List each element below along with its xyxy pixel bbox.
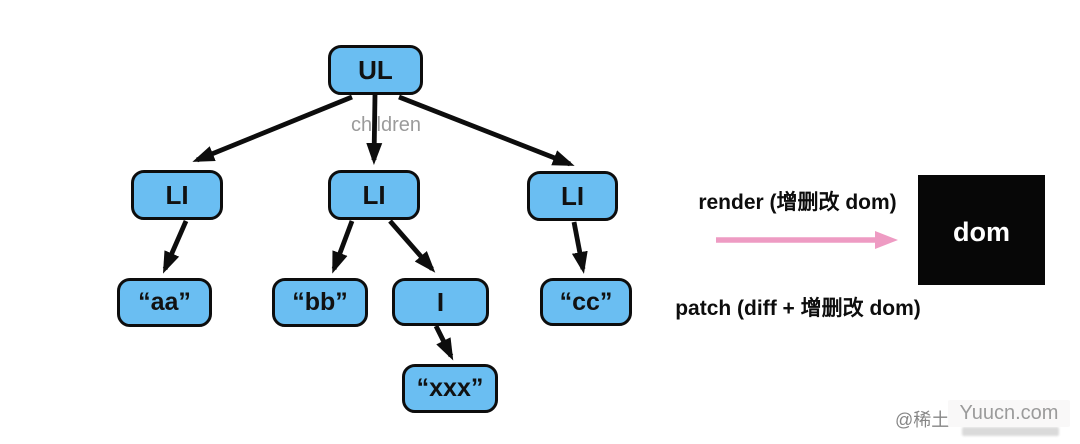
tree-node-text-xxx: “xxx” [402, 364, 498, 413]
watermark-prefix: @稀土 [895, 410, 950, 430]
tree-node-text-bb: “bb” [272, 278, 368, 327]
tree-node-text-cc: “cc” [540, 278, 632, 326]
watermark-site-label: Yuucn.com [959, 402, 1059, 424]
tree-node-ul: UL [328, 45, 423, 95]
edge-li1-aa [162, 220, 189, 274]
edge-i-xxx [433, 324, 454, 361]
tree-node-i: I [392, 278, 489, 326]
edge-li2-i [388, 219, 436, 273]
edge-ul-li2 [366, 94, 383, 165]
edge-li2-bb [331, 220, 355, 274]
dom-box: dom [918, 175, 1045, 285]
watermark-smudge [962, 427, 1059, 436]
edge-ul-li1 [192, 94, 353, 163]
tree-node-text-aa: “aa” [117, 278, 212, 327]
patch-label: patch (diff + 增删改 dom) [675, 297, 921, 320]
tree-node-li-1: LI [131, 170, 223, 220]
render-arrow [716, 231, 898, 249]
children-edge-label: children [350, 114, 422, 136]
dom-box-label: dom [953, 216, 1010, 247]
render-label: render (增删改 dom) [698, 191, 897, 214]
tree-node-li-2: LI [328, 170, 420, 220]
tree-node-li-3: LI [527, 171, 618, 221]
edge-ul-li3 [398, 94, 575, 167]
watermark-overlay: Yuucn.com [948, 400, 1070, 427]
edge-li3-cc [571, 221, 588, 274]
